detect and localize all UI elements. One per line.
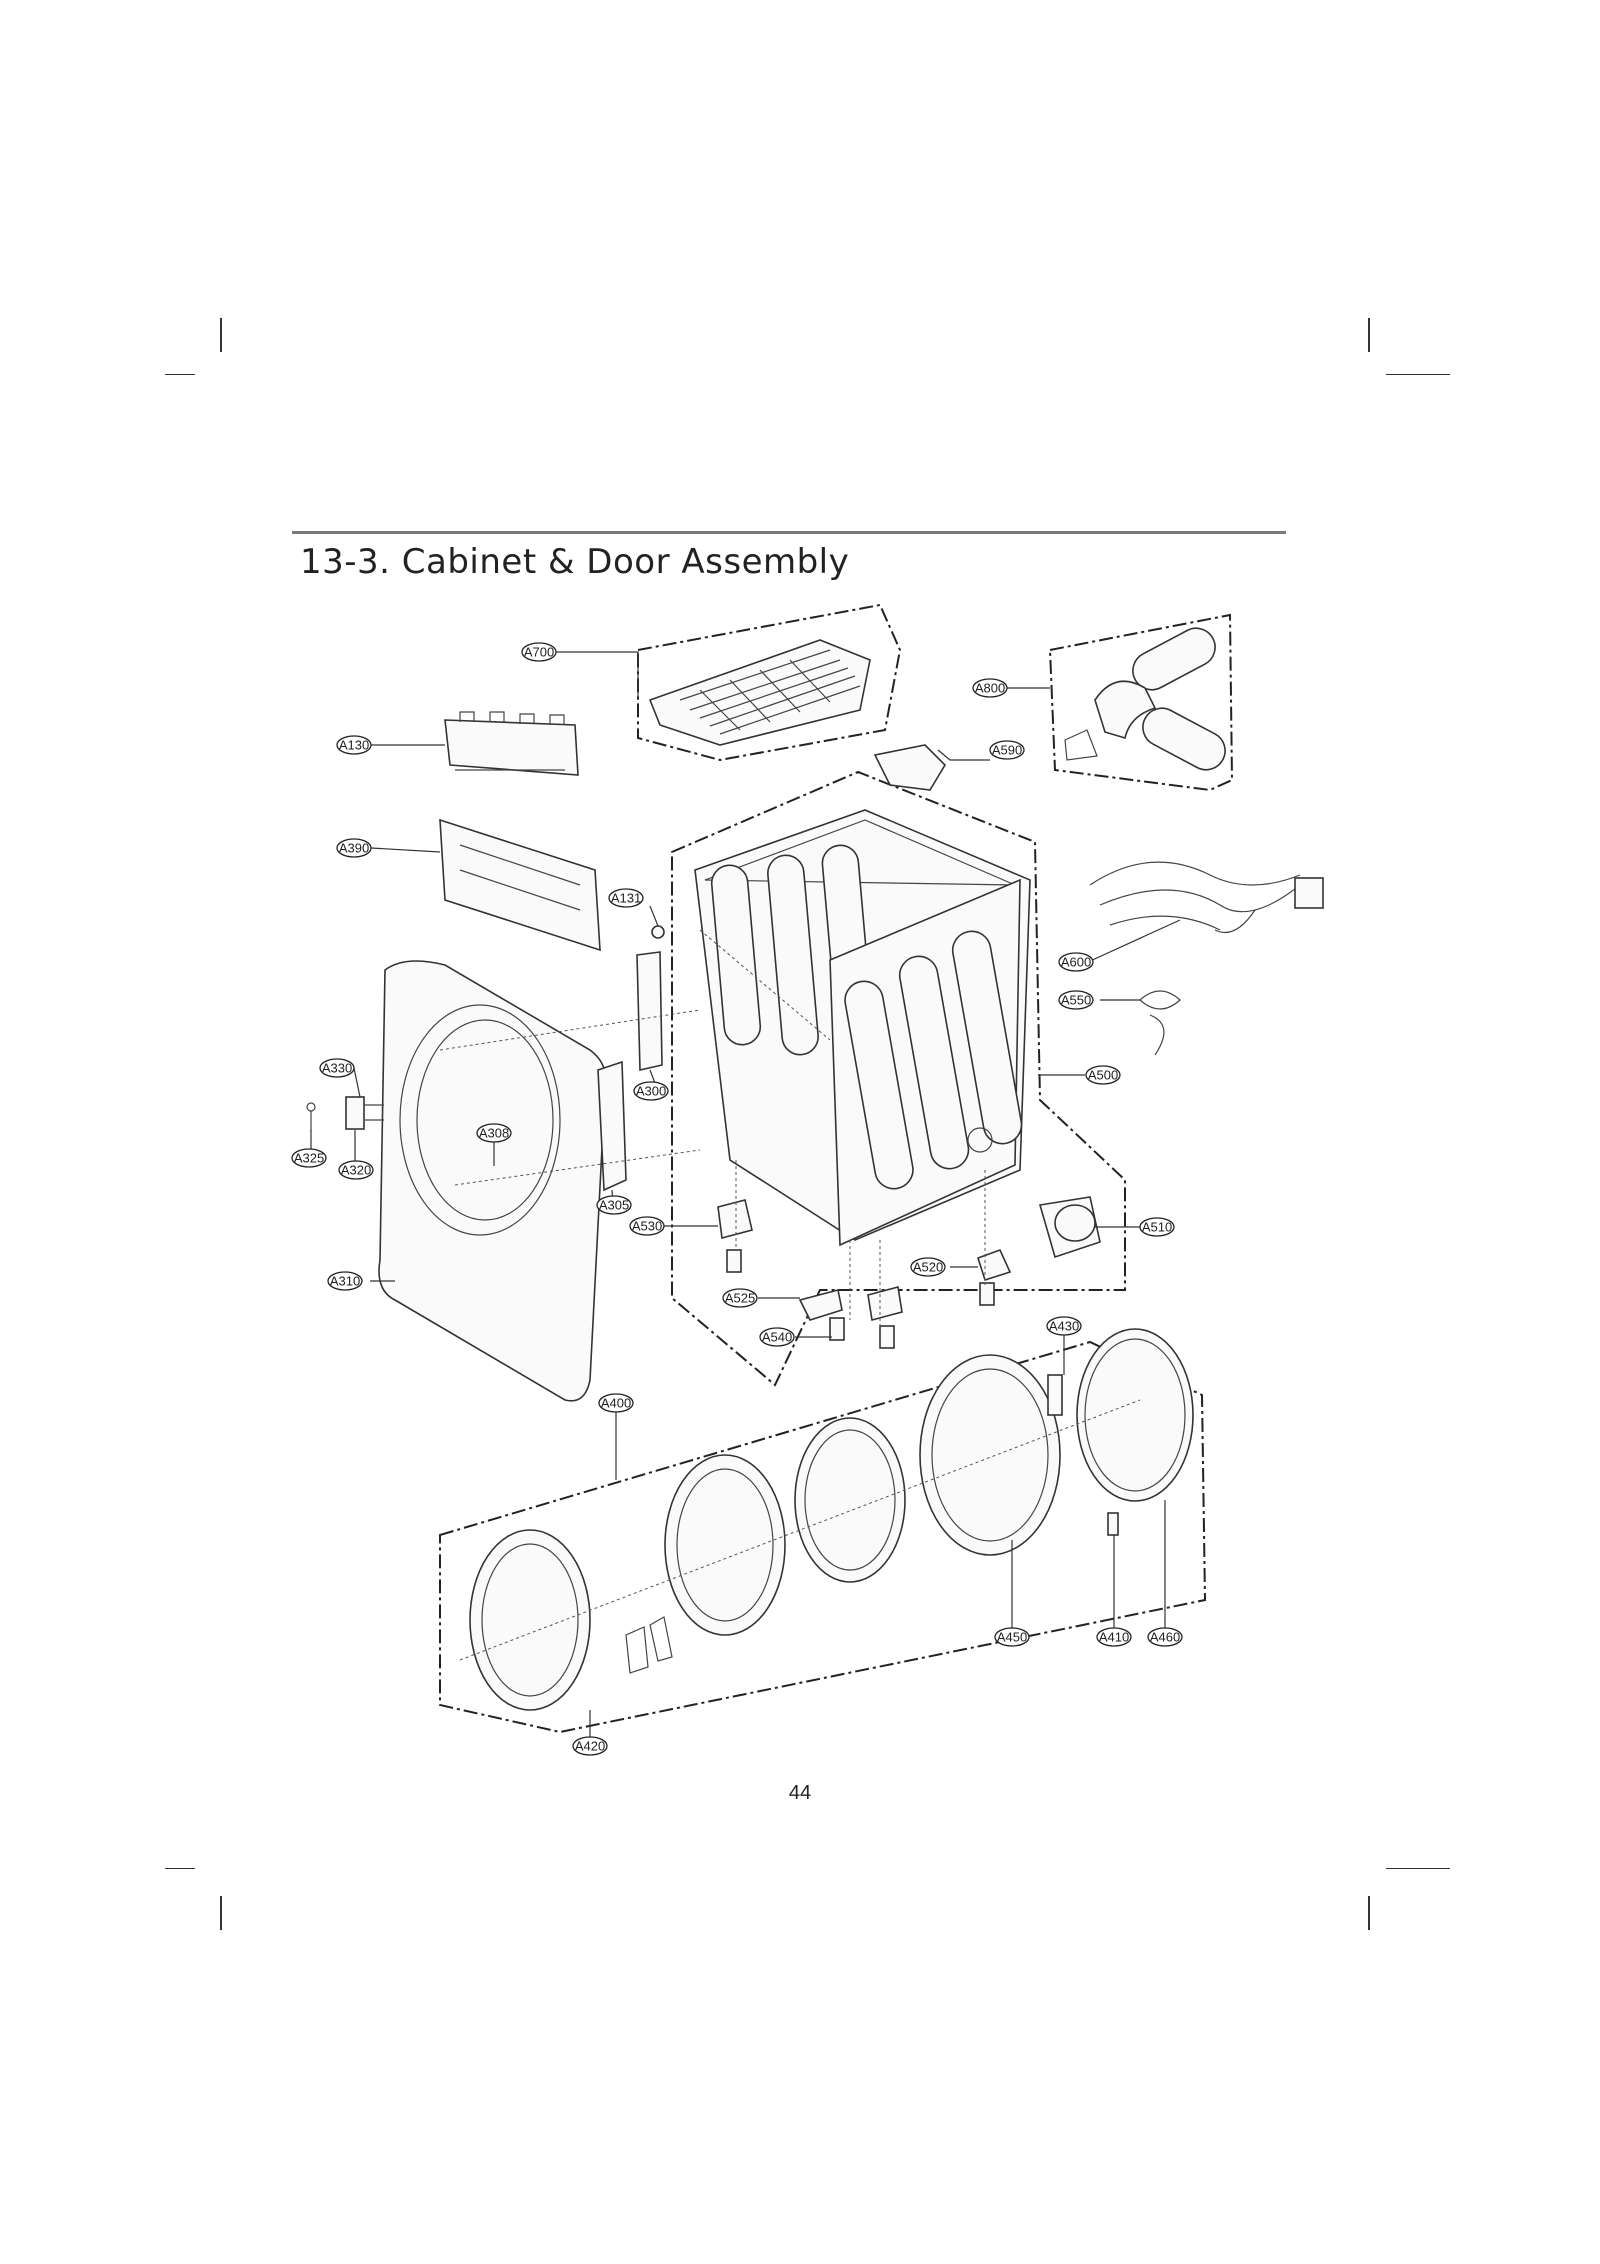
svg-text:A540: A540 — [762, 1330, 792, 1345]
label-A510: A510 — [1139, 1217, 1175, 1237]
svg-text:A400: A400 — [601, 1396, 631, 1411]
label-A520: A520 — [910, 1257, 946, 1277]
group-outline-door — [439, 1340, 1207, 1734]
svg-text:A430: A430 — [1049, 1319, 1079, 1334]
leader-lines — [310, 651, 1181, 1738]
label-A400: A400 — [598, 1393, 634, 1413]
svg-text:A320: A320 — [341, 1163, 371, 1178]
label-A320: A320 — [338, 1160, 374, 1180]
group-outline-cabinet — [671, 770, 1126, 1387]
crop-mark — [220, 318, 222, 352]
svg-text:A600: A600 — [1061, 955, 1091, 970]
svg-text:A308: A308 — [479, 1126, 509, 1141]
page-number: 44 — [788, 1782, 812, 1804]
label-A308: A308 — [476, 1123, 512, 1143]
group-outline-top-cover — [637, 603, 902, 762]
title-rule — [292, 531, 1286, 534]
crop-mark — [1368, 1896, 1370, 1930]
page-title: 13-3. Cabinet & Door Assembly — [300, 542, 850, 582]
svg-text:A130: A130 — [339, 738, 369, 753]
bracket-a300-part — [636, 951, 663, 1071]
label-A700: A700 — [521, 642, 557, 662]
svg-text:A305: A305 — [599, 1198, 629, 1213]
door-assembly-part — [469, 1328, 1194, 1711]
svg-text:A325: A325 — [294, 1151, 324, 1166]
crop-mark — [165, 374, 195, 375]
svg-text:A520: A520 — [913, 1260, 943, 1275]
label-A131: A131 — [608, 888, 644, 908]
label-A590: A590 — [989, 740, 1025, 760]
hinge-part — [306, 1096, 384, 1131]
crop-mark — [1368, 318, 1370, 352]
label-A530: A530 — [629, 1216, 665, 1236]
svg-text:A460: A460 — [1150, 1630, 1180, 1645]
leg-bracket-part — [717, 1199, 1012, 1349]
label-A325: A325 — [291, 1148, 327, 1168]
crop-mark — [220, 1896, 222, 1930]
svg-text:A420: A420 — [575, 1739, 605, 1754]
svg-text:A500: A500 — [1088, 1068, 1118, 1083]
label-A420: A420 — [572, 1736, 608, 1756]
svg-text:A131: A131 — [611, 891, 641, 906]
label-A450: A450 — [994, 1627, 1030, 1647]
top-cover-part — [648, 639, 871, 746]
label-A600: A600 — [1058, 952, 1094, 972]
svg-text:A390: A390 — [339, 841, 369, 856]
label-A500: A500 — [1085, 1065, 1121, 1085]
svg-text:A310: A310 — [330, 1274, 360, 1289]
label-A800: A800 — [972, 678, 1008, 698]
svg-text:A525: A525 — [725, 1291, 755, 1306]
label-A305: A305 — [596, 1195, 632, 1215]
label-A310: A310 — [327, 1271, 363, 1291]
label-A300: A300 — [633, 1081, 669, 1101]
wire-harness-part — [1089, 861, 1324, 1056]
bracket-part — [873, 744, 947, 791]
label-A430: A430 — [1046, 1316, 1082, 1336]
label-A330: A330 — [319, 1058, 355, 1078]
svg-text:A700: A700 — [524, 645, 554, 660]
cabinet-part — [694, 809, 1031, 1247]
svg-text:A550: A550 — [1061, 993, 1091, 1008]
front-panel-part — [378, 960, 607, 1402]
label-A410: A410 — [1096, 1627, 1132, 1647]
svg-text:A800: A800 — [975, 681, 1005, 696]
svg-text:A330: A330 — [322, 1061, 352, 1076]
group-outline-duct — [1048, 613, 1234, 792]
crop-mark — [165, 1868, 195, 1869]
svg-text:A590: A590 — [992, 743, 1022, 758]
label-A130: A130 — [336, 735, 372, 755]
svg-text:A410: A410 — [1099, 1630, 1129, 1645]
label-A550: A550 — [1058, 990, 1094, 1010]
exhaust-duct-part — [1038, 1196, 1101, 1259]
label-A460: A460 — [1147, 1627, 1183, 1647]
svg-text:A510: A510 — [1142, 1220, 1172, 1235]
label-A540: A540 — [759, 1327, 795, 1347]
crop-mark — [1386, 1868, 1450, 1869]
label-A390: A390 — [336, 838, 372, 858]
bracket-a305-part — [597, 1060, 627, 1192]
label-A525: A525 — [722, 1288, 758, 1308]
svg-text:A530: A530 — [632, 1219, 662, 1234]
svg-text:A300: A300 — [636, 1084, 666, 1099]
panel-part — [439, 818, 601, 952]
duct-part — [1064, 627, 1226, 771]
control-bracket-part — [444, 711, 579, 776]
projection-lines — [439, 929, 1141, 1661]
svg-text:A450: A450 — [997, 1630, 1027, 1645]
grommet-part — [651, 925, 665, 939]
crop-mark — [1386, 374, 1450, 375]
